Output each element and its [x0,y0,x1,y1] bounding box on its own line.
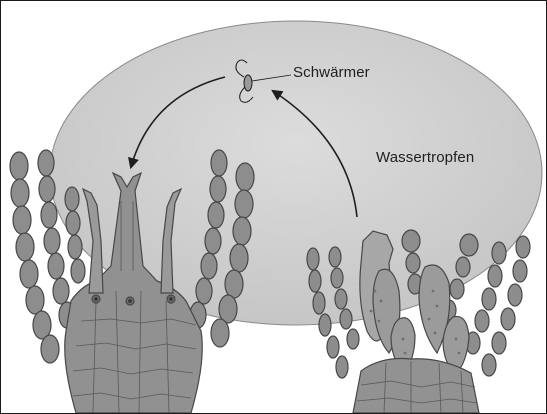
label-wassertropfen: Wassertropfen [376,149,474,166]
male-antheridia-cluster [307,230,530,413]
label-schwaermer: Schwärmer [293,64,370,81]
